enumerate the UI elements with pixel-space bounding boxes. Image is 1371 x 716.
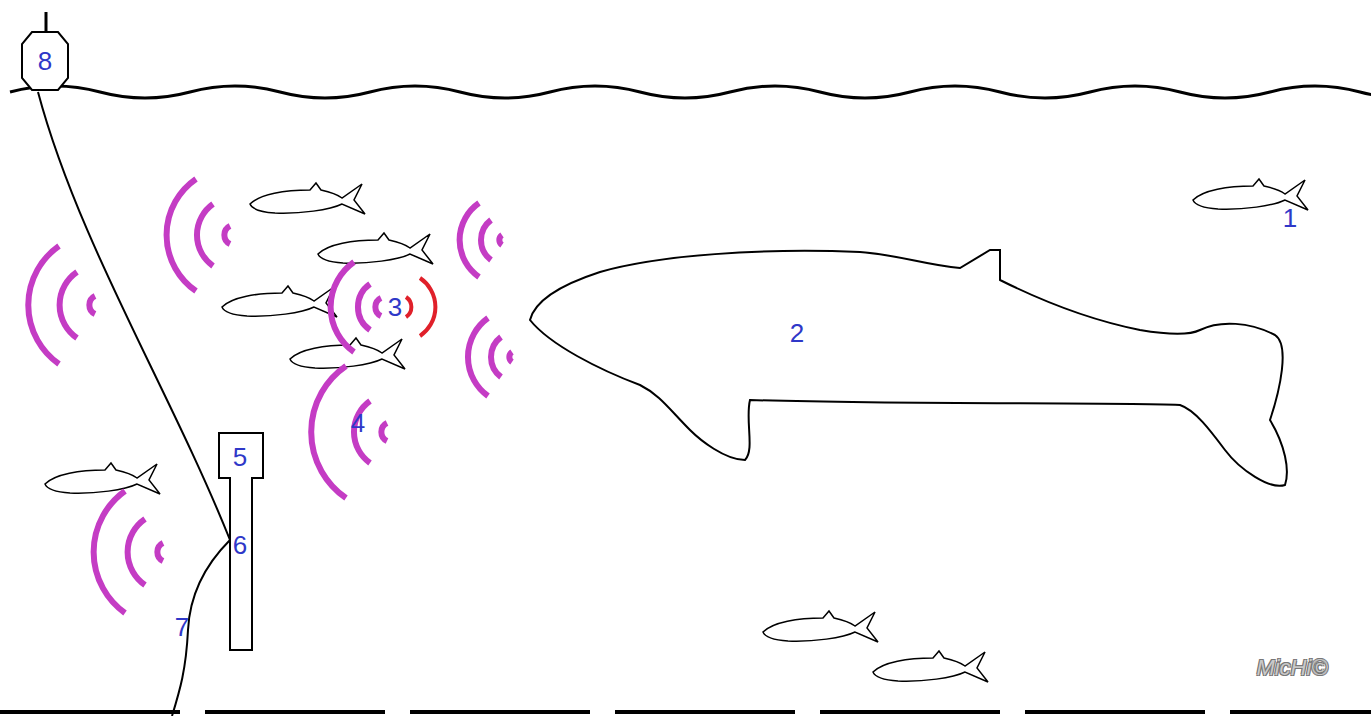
sea-floor	[0, 710, 1371, 714]
watermark: MicHi©	[1256, 657, 1327, 679]
anchor-line	[172, 540, 230, 716]
water-surface	[10, 86, 1371, 98]
callout-number: 4	[351, 410, 365, 436]
callout-number: 6	[233, 532, 247, 558]
callout-number: 1	[1283, 205, 1297, 231]
buoy-antenna	[45, 12, 48, 32]
callout-number: 8	[38, 48, 52, 74]
recorder-device-shape	[219, 433, 263, 650]
callout-number: 3	[388, 294, 402, 320]
buoy: 8	[20, 30, 70, 92]
whale: 2	[520, 240, 1300, 500]
whale-outline	[520, 240, 1300, 500]
sound-waves	[28, 179, 512, 613]
callout-number: 5	[233, 444, 247, 470]
callout-number: 7	[175, 614, 189, 640]
fish-group	[45, 179, 1308, 682]
buoy-shape	[22, 32, 68, 90]
callout-number: 2	[790, 320, 804, 346]
mooring-line	[38, 92, 230, 540]
whale-shape	[530, 250, 1287, 486]
echo-waves	[406, 278, 435, 336]
